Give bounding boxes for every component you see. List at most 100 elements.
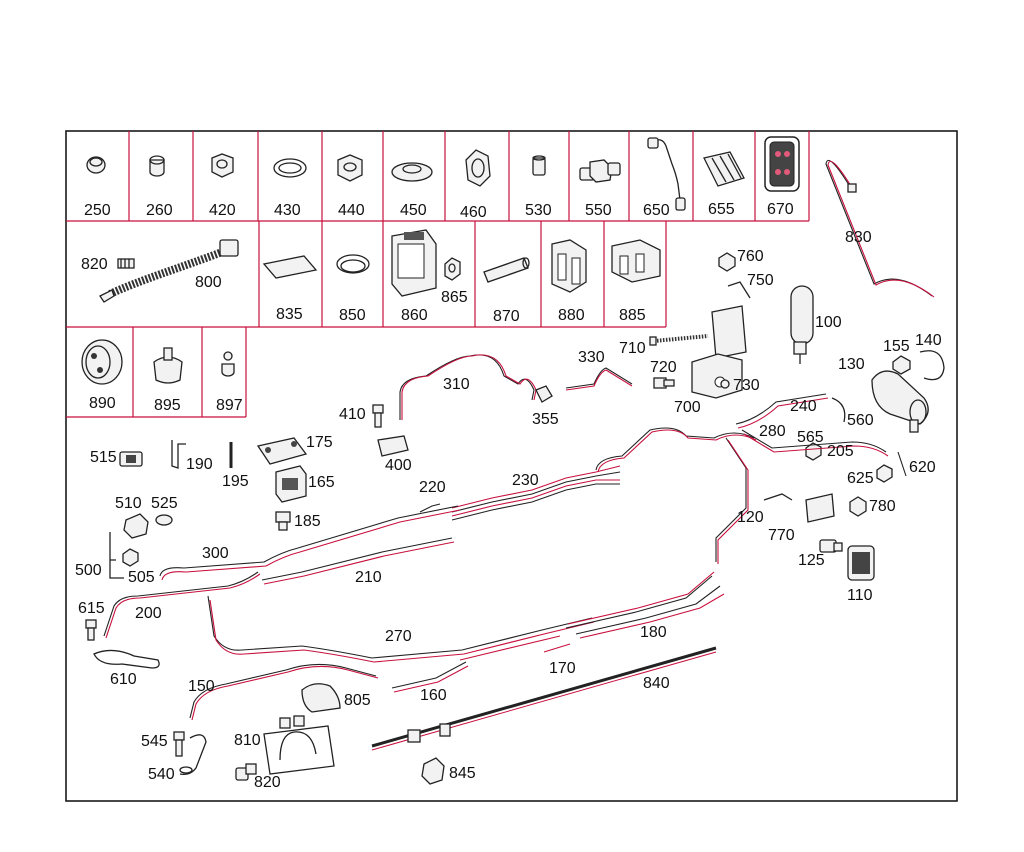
part-100-air-reservoir[interactable]: [790, 285, 814, 364]
part-620-pipe-end[interactable]: [897, 451, 907, 477]
label-330: 330: [578, 349, 605, 366]
part-890-rubber-buffer[interactable]: [81, 339, 123, 385]
part-820-bolt[interactable]: [117, 258, 135, 269]
part-610-clamp[interactable]: [93, 649, 160, 669]
part-110-valve[interactable]: [847, 545, 875, 581]
part-700-compressor-bracket[interactable]: [691, 305, 747, 399]
part-450-grommet[interactable]: [391, 162, 433, 182]
part-820b-bolt[interactable]: [235, 763, 257, 781]
part-625-nut[interactable]: [876, 464, 893, 483]
part-885-bracket[interactable]: [611, 239, 661, 283]
part-420-screw-fitting[interactable]: [211, 153, 234, 178]
label-700: 700: [674, 399, 701, 416]
label-530: 530: [525, 202, 552, 219]
label-180: 180: [640, 624, 667, 641]
part-670-valve-block[interactable]: [764, 136, 800, 192]
part-860-control-unit[interactable]: [391, 229, 437, 297]
label-310: 310: [443, 376, 470, 393]
part-190-bracket[interactable]: [171, 440, 186, 469]
label-170: 170: [549, 660, 576, 677]
part-260-plug[interactable]: [149, 155, 165, 177]
label-460: 460: [460, 204, 487, 221]
part-835-pad[interactable]: [262, 255, 318, 279]
label-300: 300: [202, 545, 229, 562]
part-565-nut[interactable]: [805, 442, 822, 461]
part-155-nut[interactable]: [892, 355, 911, 375]
part-540-bracket[interactable]: [179, 734, 207, 776]
part-830-pipe[interactable]: [825, 159, 935, 298]
label-800: 800: [195, 274, 222, 291]
label-835: 835: [276, 306, 303, 323]
label-750: 750: [747, 272, 774, 289]
part-730-bolt[interactable]: [720, 379, 730, 389]
pipe-routes: [103, 393, 889, 751]
part-120-bracket[interactable]: [763, 493, 793, 501]
part-165-valve[interactable]: [275, 465, 307, 503]
part-895-cap[interactable]: [153, 347, 183, 384]
label-355: 355: [532, 411, 559, 428]
part-720-bolt[interactable]: [653, 377, 675, 389]
label-505: 505: [128, 569, 155, 586]
part-850-ring[interactable]: [336, 254, 370, 274]
label-440: 440: [338, 202, 365, 219]
label-865: 865: [441, 289, 468, 306]
part-897-clip[interactable]: [221, 351, 235, 377]
part-870-spacer[interactable]: [483, 257, 530, 283]
label-160: 160: [420, 687, 447, 704]
label-625: 625: [847, 470, 874, 487]
part-770-plate[interactable]: [805, 493, 835, 523]
part-355-fitting[interactable]: [535, 385, 553, 403]
label-165: 165: [308, 474, 335, 491]
part-865-nut[interactable]: [444, 257, 461, 281]
label-880: 880: [558, 307, 585, 324]
part-130-air-tank[interactable]: [871, 370, 929, 433]
part-440-screw-fitting[interactable]: [337, 154, 363, 182]
label-770: 770: [768, 527, 795, 544]
part-880-bracket[interactable]: [551, 239, 587, 293]
label-860: 860: [401, 307, 428, 324]
label-620: 620: [909, 459, 936, 476]
part-760-nut[interactable]: [718, 252, 736, 272]
part-125-fitting[interactable]: [819, 539, 843, 553]
label-450: 450: [400, 202, 427, 219]
part-800-hose[interactable]: [99, 239, 239, 303]
part-650-sensor[interactable]: [647, 137, 686, 211]
label-190: 190: [186, 456, 213, 473]
part-140-clamp[interactable]: [919, 350, 945, 381]
label-710: 710: [619, 340, 646, 357]
label-430: 430: [274, 202, 301, 219]
part-330-pipe[interactable]: [565, 367, 633, 391]
part-615-bolt[interactable]: [85, 619, 97, 641]
part-710-bolt[interactable]: [649, 334, 709, 346]
part-550-union[interactable]: [579, 159, 621, 183]
part-780-nut[interactable]: [849, 496, 867, 517]
part-805-bracket[interactable]: [301, 683, 341, 713]
part-655-damper[interactable]: [703, 151, 745, 187]
label-720: 720: [650, 359, 677, 376]
part-810-holder[interactable]: [263, 715, 335, 775]
part-460-nut[interactable]: [465, 149, 491, 187]
part-310-pipe[interactable]: [399, 354, 537, 420]
label-540: 540: [148, 766, 175, 783]
part-250-plug[interactable]: [86, 156, 106, 174]
part-545-bolt[interactable]: [173, 731, 185, 757]
part-845-clip[interactable]: [421, 757, 445, 785]
part-400-connector[interactable]: [377, 435, 409, 457]
part-175-plate[interactable]: [256, 437, 308, 465]
part-750-bracket[interactable]: [727, 281, 751, 299]
part-430-seal-ring[interactable]: [273, 158, 307, 178]
label-525: 525: [151, 495, 178, 512]
label-845: 845: [449, 765, 476, 782]
part-500-bracket[interactable]: [109, 532, 124, 579]
label-610: 610: [110, 671, 137, 688]
label-240: 240: [790, 398, 817, 415]
part-505-nut[interactable]: [122, 548, 139, 567]
label-230: 230: [512, 472, 539, 489]
part-515-connector[interactable]: [119, 451, 143, 467]
part-525-seal[interactable]: [155, 514, 173, 526]
part-560-bracket[interactable]: [831, 397, 846, 423]
part-185-bolt[interactable]: [275, 511, 291, 531]
part-510-connector[interactable]: [123, 513, 149, 539]
part-410-bolt[interactable]: [372, 404, 384, 428]
part-530-sleeve[interactable]: [532, 155, 546, 176]
